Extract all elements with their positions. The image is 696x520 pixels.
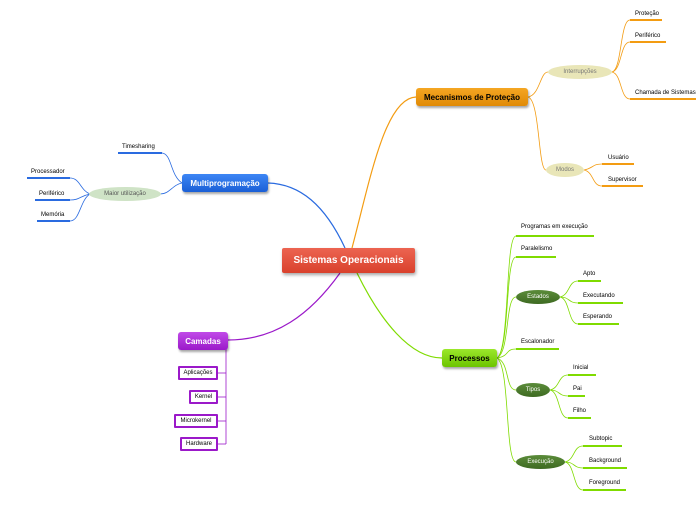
topic-interrupcoes[interactable]: Interrupções	[548, 65, 612, 79]
root-topic[interactable]: Sistemas Operacionais	[282, 248, 415, 273]
connector-estados-apto	[559, 280, 579, 298]
leaf-chamada-sistemas[interactable]: Chamada de Sistemas	[635, 90, 696, 96]
connector-maior-processador	[69, 177, 91, 195]
leaf-inicial[interactable]: Inicial	[573, 365, 589, 371]
connector-exec-foreground	[564, 461, 584, 491]
leaf-pai[interactable]: Pai	[573, 386, 582, 392]
leaf-periferico-mec[interactable]: Periférico	[635, 33, 661, 39]
connector-maior-periferico	[69, 193, 91, 201]
leaf-foreground[interactable]: Foreground	[589, 480, 621, 486]
connector-tipos-inicial	[549, 374, 569, 391]
leaf-programas-execucao[interactable]: Programas em execução	[521, 224, 588, 230]
connector-proc-estados	[496, 296, 517, 359]
leaf-memoria[interactable]: Memória	[41, 212, 65, 218]
connector-modos-usuario	[583, 163, 603, 171]
leaf-protecao[interactable]: Proteção	[635, 11, 660, 17]
leaf-paralelismo[interactable]: Paralelismo	[521, 246, 553, 252]
leaf-apto[interactable]: Apto	[583, 271, 596, 277]
connector-root-mecanismos	[351, 96, 417, 249]
connector-proc-paralelismo	[496, 256, 517, 359]
leaf-background[interactable]: Background	[589, 458, 622, 464]
connector-modos-supervisor	[583, 169, 603, 187]
connector-multi-timesharing	[161, 152, 183, 184]
connector-maior-memoria	[69, 193, 91, 222]
topic-estados[interactable]: Estados	[516, 290, 560, 304]
leaf-periferico-multi[interactable]: Periférico	[39, 191, 65, 197]
topic-modos[interactable]: Modos	[546, 163, 584, 177]
topic-maior-utilizacao[interactable]: Maior utilização	[89, 187, 161, 201]
connector-proc-execucao	[496, 357, 517, 463]
connector-int-protecao	[611, 19, 631, 73]
connector-root-camadas	[227, 272, 341, 341]
topic-tipos[interactable]: Tipos	[516, 383, 550, 397]
connector-root-processos	[356, 272, 443, 359]
leaf-kernel[interactable]: Kernel	[189, 390, 218, 404]
topic-execucao[interactable]: Execução	[516, 455, 565, 469]
connector-estados-esperando	[559, 296, 579, 325]
connector-proc-escalonador	[496, 348, 517, 359]
leaf-esperando[interactable]: Esperando	[583, 314, 613, 320]
topic-mecanismos-protecao[interactable]: Mecanismos de Proteção	[416, 88, 528, 106]
connector-exec-background	[564, 461, 584, 469]
topic-multiprogramacao[interactable]: Multiprogramação	[182, 174, 268, 192]
connector-int-chamada	[611, 71, 631, 100]
connector-exec-subtopic	[564, 445, 584, 463]
leaf-supervisor[interactable]: Supervisor	[608, 177, 637, 183]
connector-root-multiprogramacao	[267, 182, 346, 249]
leaf-executando[interactable]: Executando	[583, 293, 615, 299]
connector-int-periferico	[611, 41, 631, 73]
connector-tipos-pai	[549, 389, 569, 397]
leaf-microkernel[interactable]: Microkernel	[174, 414, 218, 428]
leaf-escalonador[interactable]: Escalonador	[521, 339, 555, 345]
leaf-processador[interactable]: Processador	[31, 169, 65, 175]
leaf-filho[interactable]: Filho	[573, 408, 587, 414]
leaf-hardware[interactable]: Hardware	[180, 437, 218, 451]
leaf-timesharing[interactable]: Timesharing	[122, 144, 155, 150]
connector-mec-interrupcoes	[527, 71, 549, 98]
connector-proc-programas	[496, 235, 517, 359]
connector-mec-modos	[527, 96, 547, 171]
leaf-usuario[interactable]: Usuário	[608, 155, 629, 161]
connector-tipos-filho	[549, 389, 569, 419]
leaf-subtopic[interactable]: Subtopic	[589, 436, 613, 442]
topic-camadas[interactable]: Camadas	[178, 332, 228, 350]
connector-estados-executando	[559, 296, 579, 304]
connector-multi-maior	[159, 182, 183, 195]
leaf-aplicacoes[interactable]: Aplicações	[178, 366, 218, 380]
connector-proc-tipos	[496, 357, 517, 391]
topic-processos[interactable]: Processos	[442, 349, 497, 367]
